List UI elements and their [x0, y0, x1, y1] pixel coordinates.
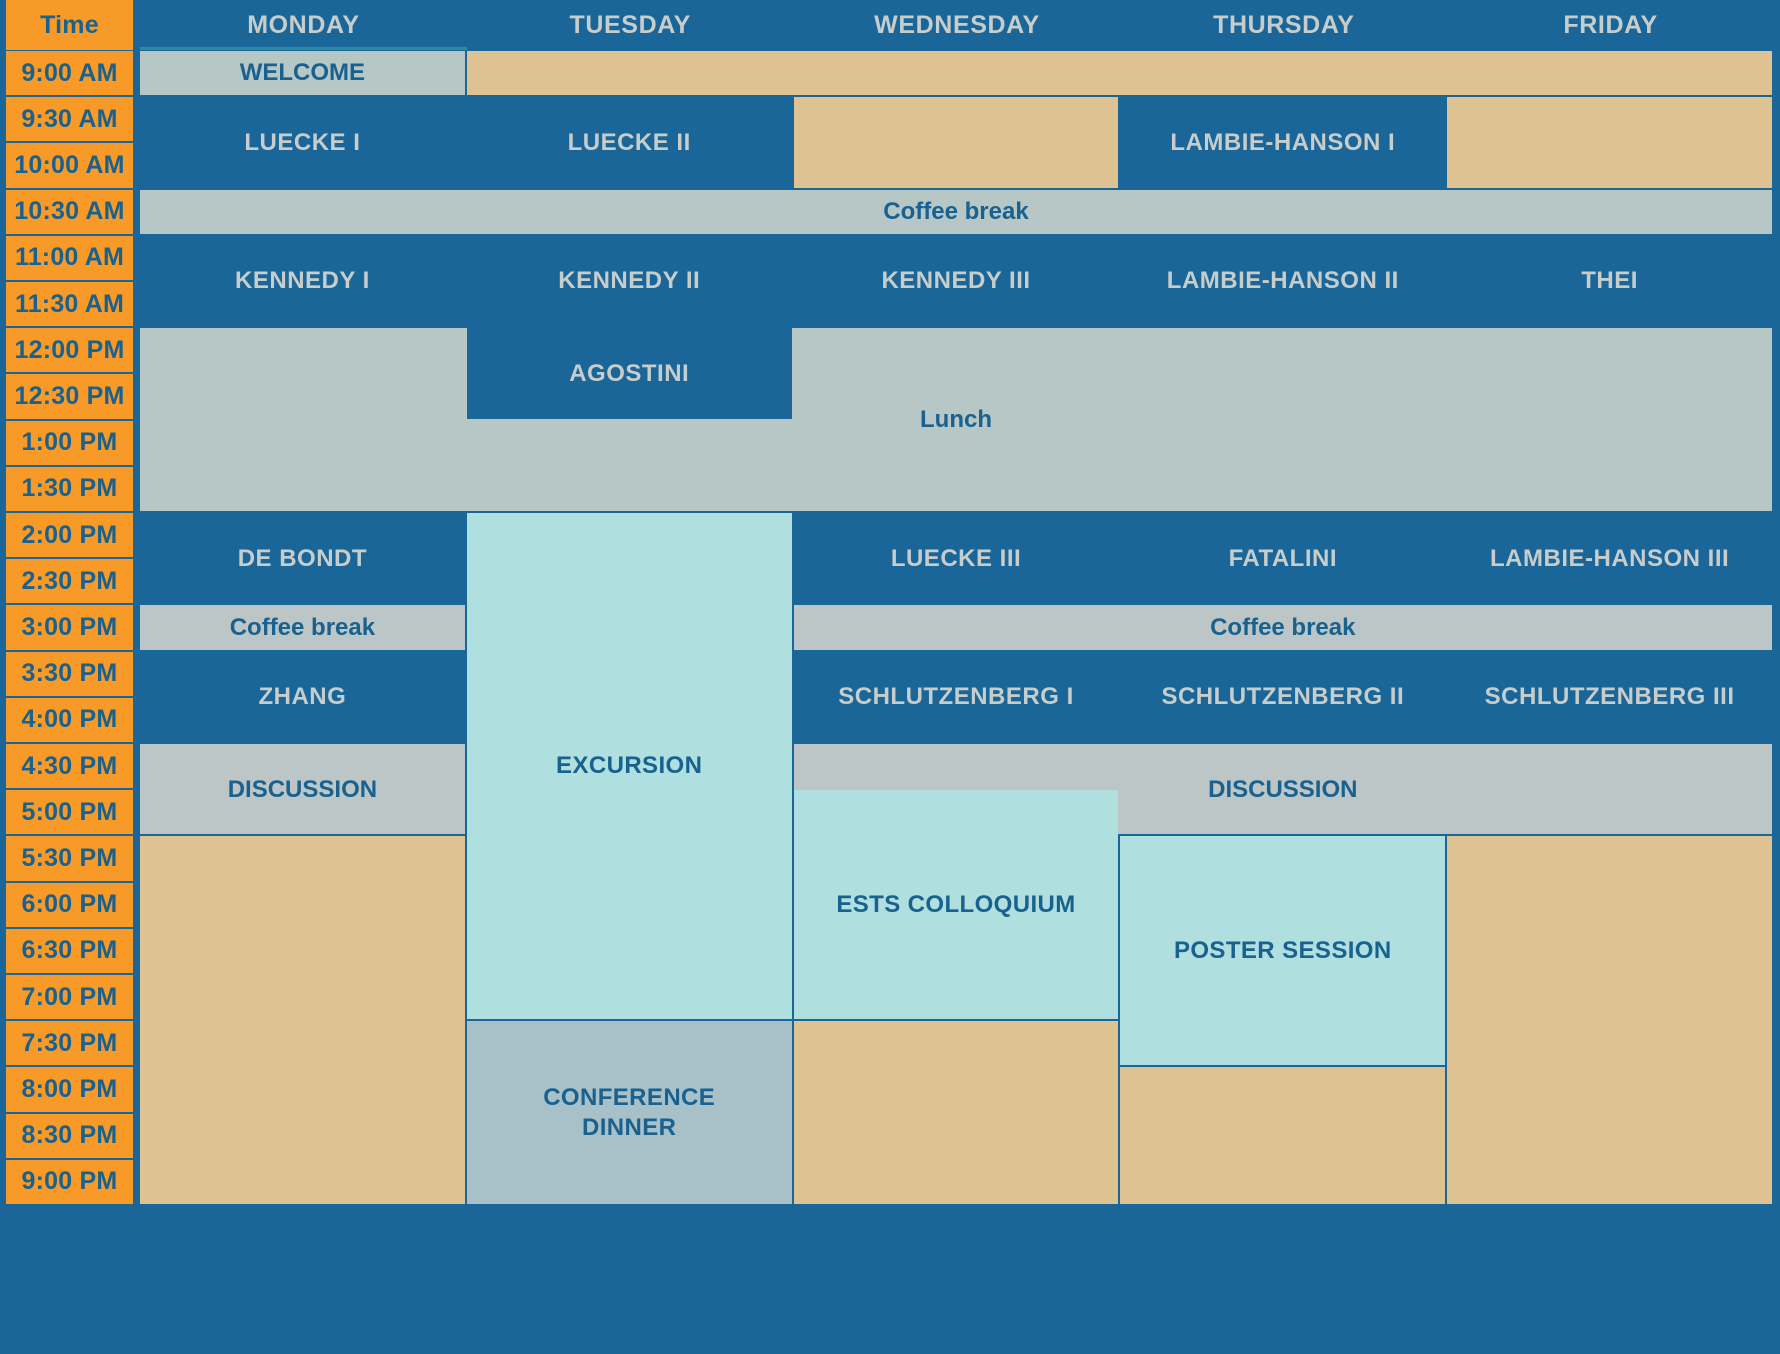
- event-schlutzenberg-i[interactable]: SCHLUTZENBERG I: [793, 651, 1119, 742]
- event-lambie-hanson-i[interactable]: LAMBIE-HANSON I: [1120, 97, 1446, 188]
- time-slot: 7:00 PM: [6, 975, 133, 1020]
- empty-slot: [793, 97, 1119, 188]
- day-header-tuesday: TUESDAY: [466, 0, 794, 50]
- time-slot: 1:00 PM: [6, 420, 133, 465]
- event-agostini[interactable]: AGOSTINI: [466, 328, 792, 419]
- time-slot: 5:30 PM: [6, 836, 133, 881]
- event-de-bondt[interactable]: DE BONDT: [140, 513, 465, 604]
- event-luecke-iii[interactable]: LUECKE III: [793, 513, 1119, 604]
- time-slot: 9:30 AM: [6, 97, 133, 142]
- time-slot: 6:30 PM: [6, 928, 133, 973]
- event-conference-dinner[interactable]: CONFERENCE DINNER: [466, 1021, 792, 1204]
- event-thei[interactable]: THEI: [1447, 235, 1772, 327]
- day-header-friday: FRIDAY: [1447, 0, 1774, 50]
- event-excursion[interactable]: EXCURSION: [466, 513, 792, 1020]
- event-lambie-hanson-iii[interactable]: LAMBIE-HANSON III: [1447, 513, 1772, 604]
- event-kennedy-ii[interactable]: KENNEDY II: [466, 235, 792, 327]
- time-slot: 2:30 PM: [6, 559, 133, 604]
- time-slot: 8:30 PM: [6, 1113, 133, 1158]
- event-fatalini[interactable]: FATALINI: [1120, 513, 1446, 604]
- time-slot: 6:00 PM: [6, 882, 133, 927]
- empty-slot: [1447, 97, 1772, 188]
- time-slot: 4:30 PM: [6, 744, 133, 789]
- event-discussion[interactable]: DISCUSSION: [140, 744, 465, 835]
- time-slot: 5:00 PM: [6, 790, 133, 835]
- time-slot: 7:30 PM: [6, 1021, 133, 1066]
- event-coffee-break[interactable]: Coffee break: [793, 605, 1772, 650]
- header-accent-bar: [140, 47, 467, 50]
- event-schlutzenberg-ii[interactable]: SCHLUTZENBERG II: [1120, 651, 1446, 742]
- event-schlutzenberg-iii[interactable]: SCHLUTZENBERG III: [1447, 651, 1772, 742]
- time-slot: 8:00 PM: [6, 1067, 133, 1112]
- time-slot: 12:00 PM: [6, 328, 133, 373]
- event-kennedy-i[interactable]: KENNEDY I: [140, 235, 465, 327]
- event-zhang[interactable]: ZHANG: [140, 651, 465, 742]
- day-header-thursday: THURSDAY: [1120, 0, 1448, 50]
- time-slot: 10:30 AM: [6, 189, 133, 234]
- event-lambie-hanson-ii[interactable]: LAMBIE-HANSON II: [1120, 235, 1446, 327]
- time-slot: 11:00 AM: [6, 235, 133, 280]
- time-slot: 2:00 PM: [6, 513, 133, 558]
- event-luecke-i[interactable]: LUECKE I: [140, 97, 465, 188]
- event-kennedy-iii[interactable]: KENNEDY III: [793, 235, 1119, 327]
- time-column-header: Time: [6, 0, 133, 50]
- event-ests-colloquium[interactable]: ESTS COLLOQUIUM: [793, 790, 1119, 1020]
- time-slot: 9:00 AM: [6, 51, 133, 96]
- empty-slot: [1120, 1067, 1446, 1204]
- time-slot: 12:30 PM: [6, 374, 133, 419]
- time-slot: 1:30 PM: [6, 466, 133, 511]
- time-slot: 11:30 AM: [6, 282, 133, 327]
- empty-slot: [793, 1021, 1119, 1204]
- event-poster-session[interactable]: POSTER SESSION: [1120, 836, 1446, 1066]
- time-slot: 3:30 PM: [6, 651, 133, 696]
- event-welcome[interactable]: WELCOME: [140, 51, 465, 96]
- empty-slot: [466, 51, 1772, 96]
- day-header-monday: MONDAY: [140, 0, 467, 50]
- event-coffee-break[interactable]: Coffee break: [140, 189, 1772, 234]
- time-slot: 9:00 PM: [6, 1159, 133, 1204]
- empty-slot: [140, 836, 465, 1204]
- event-luecke-ii[interactable]: LUECKE II: [466, 97, 792, 188]
- empty-slot: [1447, 836, 1772, 1204]
- time-slot: 3:00 PM: [6, 605, 133, 650]
- event-lunch[interactable]: Lunch: [140, 328, 1772, 511]
- time-slot: 10:00 AM: [6, 143, 133, 188]
- day-header-wednesday: WEDNESDAY: [793, 0, 1121, 50]
- time-slot: 4:00 PM: [6, 697, 133, 742]
- event-coffee-break[interactable]: Coffee break: [140, 605, 465, 650]
